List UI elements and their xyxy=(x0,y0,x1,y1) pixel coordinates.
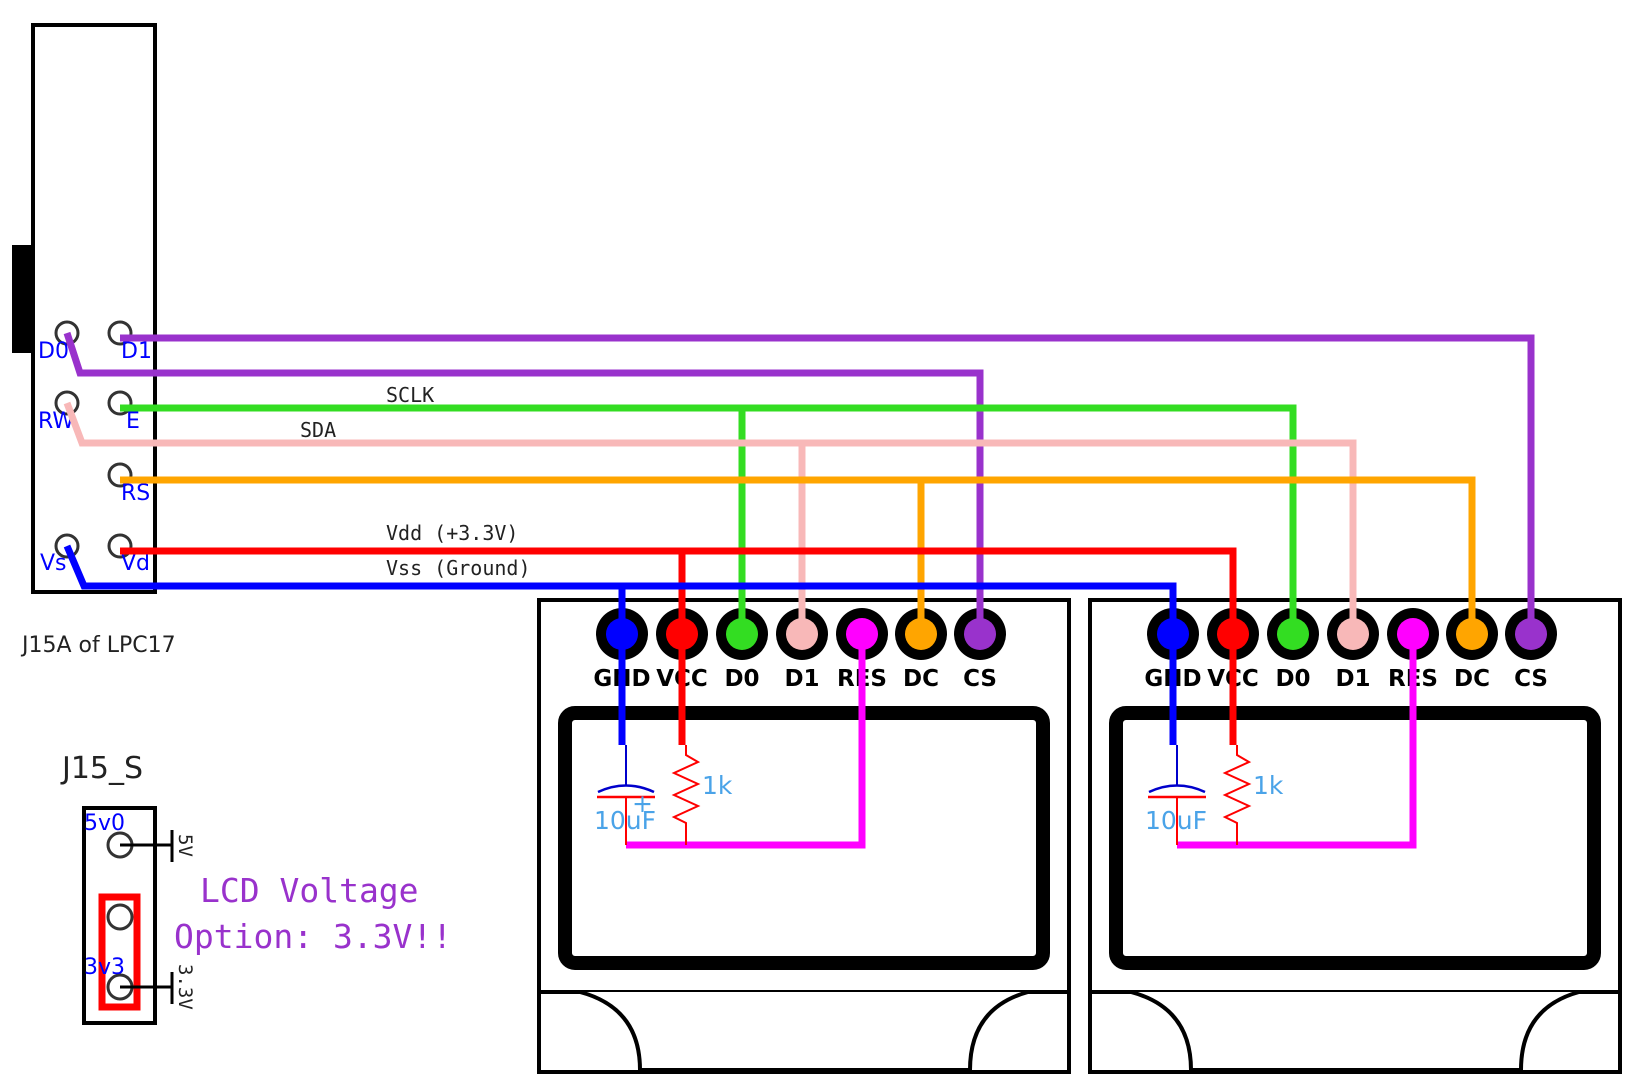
j15s-jumper: J15_S 5v0 3v3 5V 3.3V xyxy=(60,751,196,1025)
oled-ribbon xyxy=(579,990,1029,1072)
wire-res-module-1 xyxy=(626,634,866,849)
pin-dot-res xyxy=(846,618,878,650)
components-module-2: 10uF 1k xyxy=(1145,745,1284,845)
oled-module-1: GND VCC D0 D1 RES DC CS xyxy=(537,598,1071,1074)
signal-label-vdd: Vdd (+3.3V) xyxy=(386,521,518,545)
resistor-label: 1k xyxy=(702,771,733,800)
jumper-pin-middle xyxy=(106,903,134,931)
oled-pin-label-cs: CS xyxy=(1514,666,1548,692)
capacitor-negative-plate xyxy=(597,784,655,794)
oled-pin-label-d1: D1 xyxy=(784,666,819,692)
capacitor-negative-plate xyxy=(1148,784,1206,794)
pin-label-vs: Vs xyxy=(40,551,67,576)
oled-pin-label-dc: DC xyxy=(903,666,939,692)
wire-cs-module-1 xyxy=(63,331,984,634)
wire-vss xyxy=(63,544,1177,745)
wire-dc xyxy=(120,476,1476,634)
voltage-note-line-1: LCD Voltage xyxy=(200,871,419,910)
connector-key-notch xyxy=(12,245,34,353)
wire-res-module-2 xyxy=(1177,634,1417,849)
pin-dot-vcc xyxy=(1217,618,1249,650)
pin-dot-gnd xyxy=(606,618,638,650)
oled-screen xyxy=(558,706,1050,970)
rail-5v-label: 5V xyxy=(174,834,196,857)
pin-label-vd: Vd xyxy=(121,551,150,576)
oled-pin-label-d1: D1 xyxy=(1335,666,1370,692)
resistor xyxy=(671,745,701,845)
pin-dot-dc xyxy=(1456,618,1488,650)
jumper-title: J15_S xyxy=(60,751,143,786)
pin-dot-d1 xyxy=(1337,618,1369,650)
jumper-pin-label-3v3: 3v3 xyxy=(84,955,125,980)
j15a-connector: D0 D1 RW E RS Vs Vd J15A of LPC17 xyxy=(12,23,176,658)
pin-dots-module-2 xyxy=(1157,618,1547,650)
resistor xyxy=(1222,745,1252,845)
capacitor-polarity: + xyxy=(632,789,653,818)
pin-dot-d0 xyxy=(1277,618,1309,650)
pin-label-e: E xyxy=(126,409,140,434)
pin-dot-d1 xyxy=(786,618,818,650)
resistor-label: 1k xyxy=(1253,771,1284,800)
signal-label-vss: Vss (Ground) xyxy=(386,556,531,580)
pin-dot-res xyxy=(1397,618,1429,650)
wire-cs-module-2 xyxy=(120,334,1535,634)
pin-dot-cs xyxy=(964,618,996,650)
oled-pin-label-dc: DC xyxy=(1454,666,1490,692)
voltage-note-line-2: Option: 3.3V!! xyxy=(174,917,452,956)
connector-body xyxy=(31,23,157,594)
pin-dot-d0 xyxy=(726,618,758,650)
signal-label-sda: SDA xyxy=(300,418,336,442)
capacitor-label: 10uF xyxy=(1145,806,1207,835)
oled-pin-label-d0: D0 xyxy=(724,666,759,692)
rail-33v-label: 3.3V xyxy=(174,964,196,1010)
oled-ribbon xyxy=(1130,990,1580,1072)
pin-dot-vcc xyxy=(666,618,698,650)
signal-label-sclk: SCLK xyxy=(386,383,434,407)
components-module-1: + 10uF 1k xyxy=(594,745,733,845)
connector-caption: J15A of LPC17 xyxy=(20,633,176,658)
jumper-pin-label-5v0: 5v0 xyxy=(84,811,125,836)
wire-d1-sda xyxy=(63,401,1357,634)
pin-dot-cs xyxy=(1515,618,1547,650)
pin-label-d1: D1 xyxy=(121,339,152,364)
oled-pin-label-cs: CS xyxy=(963,666,997,692)
oled-pin-label-d0: D0 xyxy=(1275,666,1310,692)
pin-dot-dc xyxy=(905,618,937,650)
wires xyxy=(63,331,1535,849)
pin-dots-module-1 xyxy=(606,618,996,650)
pin-dot-gnd xyxy=(1157,618,1189,650)
capacitor-label: 10uF xyxy=(594,806,656,835)
jumper-selection-highlight xyxy=(98,893,141,1011)
pin-label-rs: RS xyxy=(121,481,150,506)
pin-label-d0: D0 xyxy=(38,339,69,364)
oled-module-2: GND VCC D0 D1 RES DC CS xyxy=(1088,598,1622,1074)
oled-screen xyxy=(1109,706,1601,970)
